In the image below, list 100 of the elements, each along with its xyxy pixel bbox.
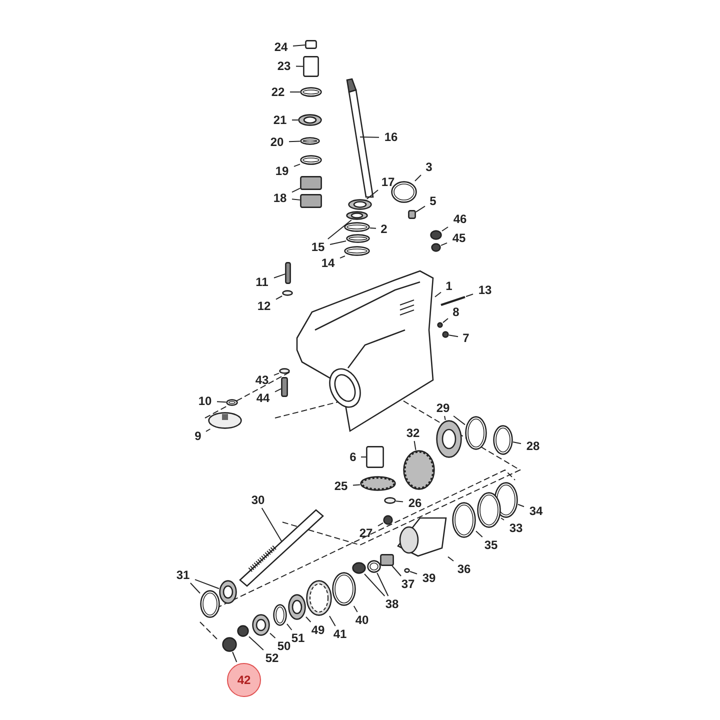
leader-line (416, 206, 426, 212)
nut-drawing (237, 625, 249, 637)
ring-drawing (226, 399, 238, 406)
leader-line (500, 518, 504, 520)
leader-line (248, 636, 264, 650)
leader-line (448, 556, 454, 562)
nut-drawing (222, 637, 237, 652)
leader-line (378, 522, 384, 526)
callout-number: 15 (311, 241, 325, 253)
leader-line (286, 623, 292, 630)
callout-number: 23 (277, 60, 291, 72)
callout-number: 1 (446, 280, 452, 292)
leader-line (360, 456, 366, 458)
sleeve-drawing (366, 446, 384, 468)
callout-number: 26 (408, 497, 422, 509)
callout-number: 33 (509, 522, 523, 534)
ring-drawing (493, 425, 513, 455)
leader-line (206, 428, 211, 432)
callout-number: 40 (355, 614, 369, 626)
leader-line (292, 198, 300, 200)
leader-line (327, 220, 352, 240)
callout-number: 45 (452, 232, 466, 244)
bolt-drawing (281, 377, 288, 397)
leader-line (353, 606, 358, 612)
bearing-drawing (346, 211, 368, 220)
leader-line (288, 140, 300, 142)
sleeve-drawing (303, 56, 319, 77)
ring-drawing (367, 560, 381, 573)
leader-line (440, 242, 448, 246)
callout-number: 9 (194, 430, 202, 442)
leader-line (444, 416, 446, 420)
callout-number: 11 (256, 276, 268, 288)
callout-number: 44 (256, 392, 270, 404)
callout-number: 6 (350, 451, 356, 463)
leader-line (292, 44, 306, 46)
ball-drawing (404, 568, 410, 573)
bearing-drawing (300, 176, 322, 190)
ring-drawing (465, 416, 487, 450)
callout-number: 12 (257, 300, 271, 312)
leader-line (448, 334, 458, 338)
gear-drawing (403, 450, 435, 490)
shaft-drawing (346, 78, 376, 198)
leader-line (396, 500, 404, 502)
leader-line (306, 616, 312, 622)
callout-number: 43 (255, 374, 269, 386)
callout-number: 2 (380, 223, 388, 235)
leader-line (294, 164, 300, 167)
ring-drawing (273, 604, 287, 626)
highlighted-callout-number: 42 (227, 663, 261, 697)
callout-number: 17 (381, 176, 395, 188)
callout-number: 32 (406, 427, 420, 439)
bearing-drawing (252, 614, 270, 636)
leader-line (453, 416, 466, 426)
callout-number: 36 (457, 563, 471, 575)
leader-line (292, 188, 300, 193)
leader-line (296, 66, 304, 67)
leader-line (352, 484, 360, 486)
callout-number: 3 (426, 161, 432, 173)
callout-number: 46 (453, 213, 467, 225)
callout-number: 41 (333, 628, 347, 640)
nut-drawing (383, 515, 393, 525)
leader-line (274, 274, 286, 278)
leader-line (270, 632, 276, 638)
callout-number: 51 (291, 632, 305, 644)
callout-number: 22 (271, 86, 285, 98)
callout-number: 20 (270, 136, 284, 148)
leader-line (370, 227, 376, 229)
leader-line (414, 174, 422, 182)
leader-line (518, 504, 524, 508)
leader-line (376, 572, 389, 596)
nut-drawing (430, 230, 442, 240)
pin-drawing (440, 296, 466, 306)
callout-number: 14 (321, 257, 335, 269)
leader-line (330, 240, 346, 245)
leader-line (232, 652, 238, 662)
leader-line (410, 571, 418, 574)
callout-number: 19 (275, 165, 289, 177)
ring-drawing (300, 155, 322, 165)
leader-line (414, 440, 416, 450)
callout-number: 50 (277, 640, 291, 652)
bearing-drawing (219, 580, 237, 604)
ring-drawing (332, 572, 356, 606)
leader-line (442, 226, 448, 232)
leader-line (366, 190, 379, 200)
ring-drawing (344, 222, 370, 232)
leader-line (340, 256, 346, 259)
leader-line (276, 296, 283, 300)
bearing-drawing (298, 114, 322, 126)
leader-line (261, 508, 282, 542)
callout-number: 10 (198, 395, 212, 407)
callout-number: 38 (385, 598, 399, 610)
ring-drawing (344, 246, 370, 256)
leader-line (360, 136, 380, 138)
leader-line (392, 566, 402, 576)
ring-drawing (300, 137, 320, 145)
sleeve-drawing (305, 40, 317, 49)
ring-drawing (300, 87, 322, 97)
nut-drawing (431, 243, 441, 252)
nut-drawing (352, 562, 366, 574)
callout-number: 31 (176, 569, 190, 581)
